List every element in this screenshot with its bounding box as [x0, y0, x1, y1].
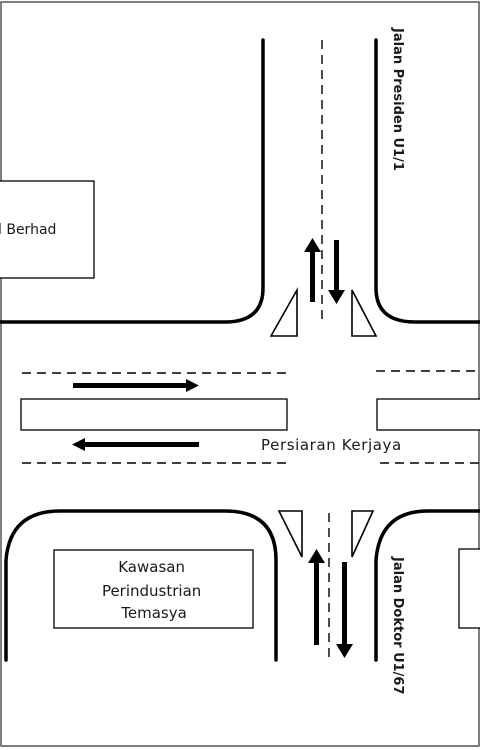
- island-south-right: [351, 510, 375, 558]
- road-label-north: Jalan Presiden U1/1: [390, 27, 405, 171]
- building-southwest-label: Kawasan Perindustrian Temasya: [102, 558, 206, 622]
- island-north-left: [269, 286, 298, 337]
- building-southeast: [458, 548, 480, 629]
- curb-northeast: [374, 38, 480, 324]
- building-northwest-label: l Berhad: [0, 222, 56, 238]
- south-arrow-down: [336, 562, 353, 658]
- road-label-south: Jalan Doktor U1/67: [390, 556, 405, 695]
- median-east: [376, 398, 480, 431]
- island-north-right: [351, 289, 378, 337]
- north-arrow-up: [304, 238, 321, 302]
- building-northwest: [0, 180, 95, 279]
- building-southwest-line-2: Perindustrian: [102, 582, 201, 600]
- building-southwest-line-1: Kawasan: [118, 558, 185, 576]
- island-south-left: [277, 510, 303, 558]
- building-southwest: [53, 549, 254, 629]
- median-west: [20, 398, 288, 431]
- south-arrow-up: [308, 549, 325, 645]
- north-arrow-down: [328, 240, 345, 304]
- curb-southwest: [4, 509, 278, 662]
- main-arrow-west: [72, 438, 199, 451]
- building-southwest-line-3: Temasya: [120, 604, 187, 622]
- main-arrow-east: [73, 379, 199, 392]
- curb-southeast: [374, 509, 480, 662]
- curb-northwest: [0, 38, 265, 324]
- road-label-main: Persiaran Kerjaya: [261, 436, 402, 454]
